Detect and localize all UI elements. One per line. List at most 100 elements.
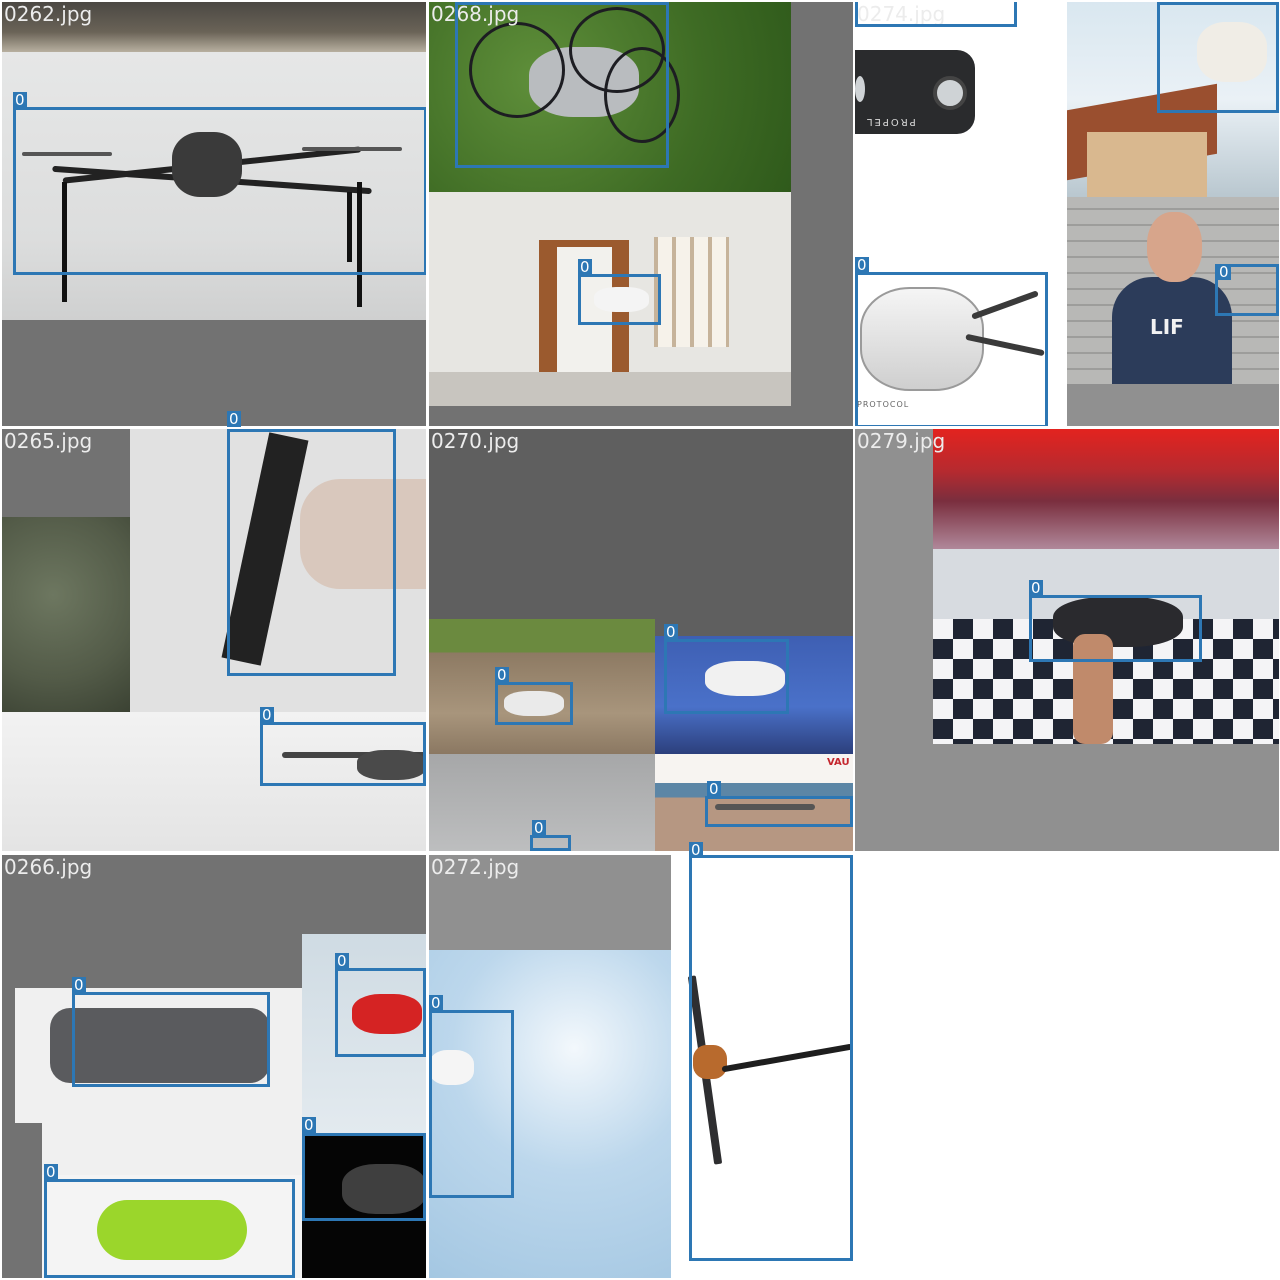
class-label: 0 <box>302 1116 316 1134</box>
bounding-box <box>705 796 853 827</box>
drone-body <box>50 1008 270 1083</box>
bounding-box <box>530 835 571 851</box>
class-label: 0 <box>227 410 241 428</box>
class-label: 0 <box>1217 263 1231 281</box>
bounding-box <box>13 107 426 275</box>
drone-motor <box>693 1045 727 1079</box>
drone-body <box>705 661 785 696</box>
bounding-box <box>455 2 669 168</box>
drone-body <box>342 1164 426 1214</box>
class-label: 0 <box>72 976 86 994</box>
class-label: 0 <box>689 841 703 859</box>
bounding-box <box>302 1133 426 1221</box>
propel-logo: PROPEL <box>865 116 916 127</box>
class-label: 0 <box>429 994 443 1012</box>
mosaic-tile-0279: 0279.jpg 0 <box>855 429 1279 851</box>
tile-image-lime-drone <box>42 1175 303 1278</box>
tile-image-checkerboard <box>933 549 1279 744</box>
tile-filename: 0266.jpg <box>4 855 93 879</box>
pad-region <box>2 429 130 517</box>
drone-body <box>357 750 426 780</box>
presenter-person: LIF <box>1112 277 1232 384</box>
bounding-box <box>1215 264 1279 316</box>
bounding-box <box>664 639 789 714</box>
drone-propeller <box>302 147 402 151</box>
drone-arm <box>715 804 815 810</box>
bounding-box <box>429 1010 514 1198</box>
tile-image-trees <box>2 517 130 712</box>
mosaic-tile-0272: 0272.jpg 0 <box>429 855 853 1278</box>
bounding-box <box>855 272 1048 426</box>
bounding-box <box>44 1179 295 1278</box>
bounding-box <box>495 682 573 725</box>
tile-image-controller: PROPEL <box>855 2 1065 192</box>
tile-image-drone-city <box>655 636 853 754</box>
drone-body <box>97 1200 247 1260</box>
tile-image-presenter: LIF <box>1067 197 1279 384</box>
tile-filename: 0268.jpg <box>431 2 520 26</box>
house-wall <box>1087 132 1207 197</box>
bounding-box <box>689 855 853 1261</box>
class-label: 0 <box>260 706 274 724</box>
vau-sign: VAU <box>827 757 850 768</box>
bounding-box <box>335 968 426 1057</box>
protocol-logo: PROTOCOL <box>857 400 910 409</box>
controller-stick <box>933 76 967 110</box>
class-label: 0 <box>664 623 678 641</box>
window <box>654 237 729 347</box>
bounding-box <box>227 429 396 676</box>
floor <box>429 372 791 406</box>
bounding-box <box>72 992 270 1087</box>
class-label: 0 <box>1029 579 1043 597</box>
pad-region <box>1067 384 1279 426</box>
tile-filename: 0274.jpg <box>857 2 946 26</box>
mosaic-tile-0265: 0265.jpg 0 <box>2 429 426 851</box>
class-label: 0 <box>707 780 721 798</box>
drone-leg <box>357 182 362 307</box>
drone-body <box>172 132 242 197</box>
bounding-box <box>1157 2 1279 113</box>
tile-image-propeller-closeup <box>671 855 853 1278</box>
drone-leg <box>347 192 352 262</box>
pad-region <box>2 1123 42 1278</box>
bounding-box <box>260 722 426 786</box>
controller-stick <box>855 76 865 102</box>
drone-leg <box>62 182 67 302</box>
tile-image-drone-room-door <box>429 192 791 406</box>
bounding-box <box>1029 595 1202 662</box>
class-label: 0 <box>532 819 546 837</box>
tile-image-red-drone-sky <box>302 934 426 1134</box>
tile-filename: 0279.jpg <box>857 429 946 453</box>
class-label: 0 <box>495 666 509 684</box>
hand <box>300 479 426 589</box>
drone-body <box>352 994 422 1034</box>
drone-body <box>1197 22 1267 82</box>
mosaic-tile-0268: 0268.jpg 0 0 <box>429 2 853 426</box>
drone-propeller <box>22 152 112 156</box>
drone-propeller-guard <box>604 47 680 143</box>
class-label: 0 <box>44 1163 58 1181</box>
drone-arm <box>282 752 426 758</box>
arm-hand <box>1073 634 1113 744</box>
tile-filename: 0265.jpg <box>4 429 93 453</box>
tile-image-deck <box>429 619 655 754</box>
tile-image-hand-drone <box>130 429 426 712</box>
mosaic-tile-0270: VAU 0270.jpg 0 0 0 0 <box>429 429 853 851</box>
drone-body <box>594 287 649 312</box>
mosaic-tile-0266: 0266.jpg 0 0 0 0 <box>2 855 426 1278</box>
mosaic-tile-0274: PROPEL PROTOCOL LIF 0274.jpg 0 0 <box>855 2 1279 426</box>
drone-body <box>429 1050 474 1085</box>
tile-image-white-drone: PROTOCOL <box>855 192 1065 426</box>
tile-image-dark-drone <box>302 1134 426 1278</box>
tile-image-house-drone <box>1067 2 1279 197</box>
tile-image-red-mountains <box>933 429 1279 549</box>
tile-image-sky-drone <box>429 950 671 1278</box>
drone-propeller-guard <box>469 22 565 118</box>
bounding-box <box>578 274 661 325</box>
presenter-head <box>1147 212 1202 282</box>
bounding-box <box>855 2 1017 27</box>
tile-filename: 0272.jpg <box>431 855 520 879</box>
class-label: 0 <box>578 258 592 276</box>
class-label: 0 <box>13 91 27 109</box>
tile-filename: 0270.jpg <box>431 429 520 453</box>
